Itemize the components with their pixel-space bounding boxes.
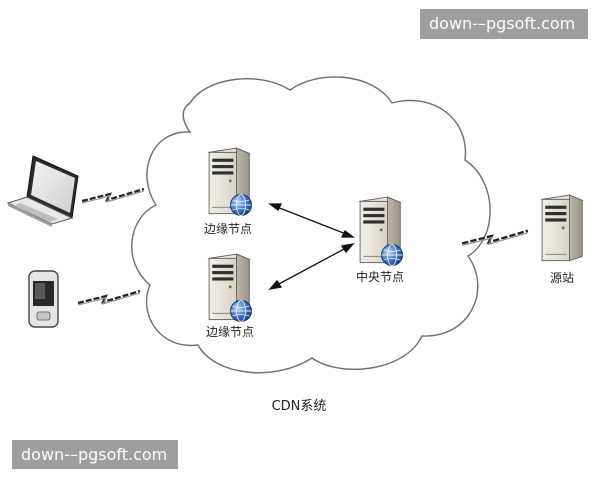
cdn-cloud	[131, 76, 491, 374]
edge-node-2-label: 边缘节点	[206, 325, 254, 339]
globe-icon	[230, 194, 252, 216]
cloud-label: CDN系统	[272, 399, 327, 414]
edge-node-1: 边缘节点	[204, 147, 252, 236]
globe-icon	[381, 244, 403, 266]
central-node-label: 中央节点	[356, 269, 404, 284]
origin-server: 源站	[541, 194, 583, 285]
origin-label: 源站	[550, 271, 574, 285]
wireless-link-icon	[80, 187, 146, 205]
double-arrow-icon	[268, 243, 355, 290]
wireless-link-icon	[76, 289, 142, 307]
watermark-top: down-–pgsoft.com	[420, 9, 588, 39]
globe-icon	[230, 300, 252, 322]
double-arrow-icon	[268, 203, 355, 238]
edge-node-2: 边缘节点	[206, 253, 254, 339]
central-node: 中央节点	[356, 196, 404, 284]
laptop-icon	[6, 155, 79, 227]
mobile-phone-icon	[28, 270, 59, 328]
server-icon	[541, 194, 583, 262]
watermark-bottom: down-–pgsoft.com	[12, 440, 178, 469]
edge-node-1-label: 边缘节点	[204, 222, 252, 236]
